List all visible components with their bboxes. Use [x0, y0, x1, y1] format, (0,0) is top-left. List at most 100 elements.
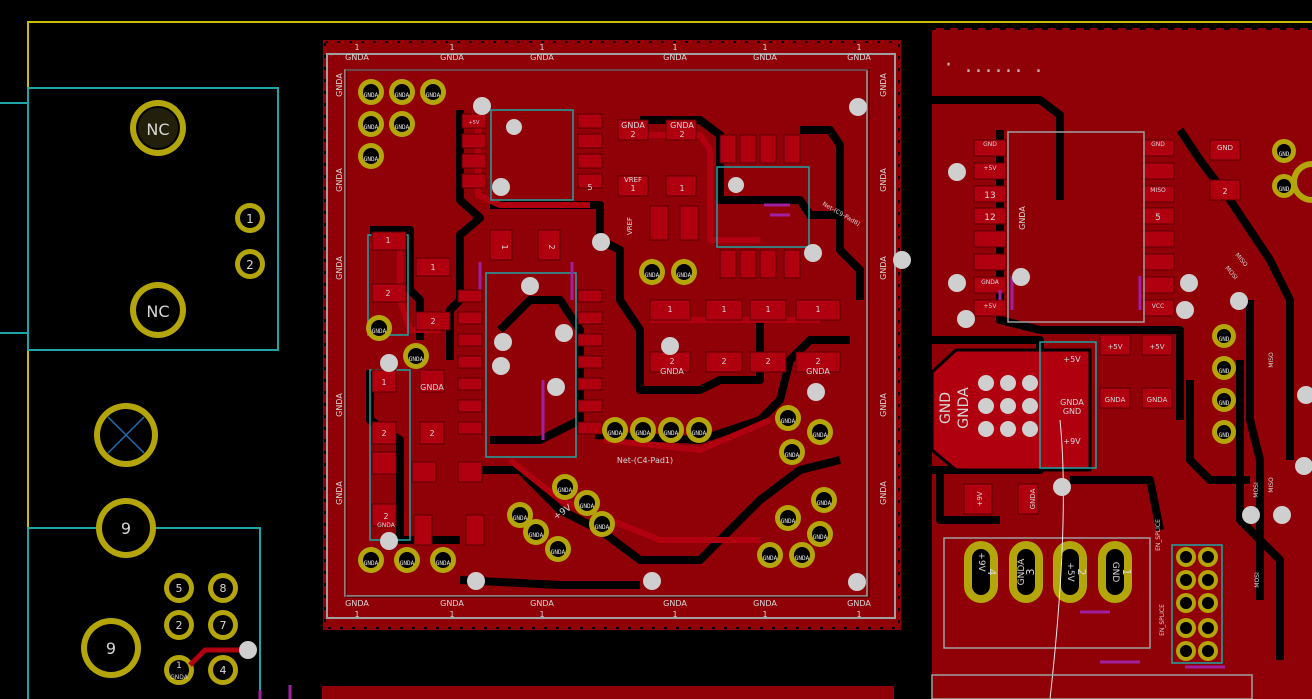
svg-text:GNDA: GNDA: [663, 53, 687, 62]
nc-pad-bottom[interactable]: NC: [130, 282, 186, 338]
svg-text:GNDA: GNDA: [753, 53, 777, 62]
tht-pads-analog[interactable]: [358, 79, 837, 573]
svg-text:2: 2: [385, 289, 390, 298]
spi-header[interactable]: [1171, 544, 1223, 664]
header-pad-8[interactable]: 8: [208, 573, 238, 603]
power-connector-pin-3[interactable]: GNDA 3: [1009, 541, 1043, 603]
fab-markers-right: [998, 276, 1225, 669]
power-connector-pin-1[interactable]: GND 1: [1098, 541, 1133, 603]
svg-text:GNDA: GNDA: [608, 430, 623, 437]
svg-text:2: 2: [630, 130, 635, 139]
svg-text:GNDA: GNDA: [409, 356, 424, 363]
svg-text:GNDA: GNDA: [335, 256, 344, 280]
svg-text:GNDA: GNDA: [364, 560, 379, 567]
svg-text:GNDA: GNDA: [636, 430, 651, 437]
right-ic-labels: GND +5V 13 12 GNDA +5V GND MISO 5 VCC GN…: [981, 141, 1275, 636]
svg-text:GNDA: GNDA: [663, 599, 687, 608]
svg-text:2: 2: [246, 258, 254, 272]
svg-text:1: 1: [354, 43, 359, 52]
svg-text:MISO: MISO: [1150, 187, 1166, 194]
edge-labels-right: GNDA GNDA GNDA GNDA GNDA: [879, 73, 888, 505]
board-edge: [27, 21, 1312, 699]
svg-text:GNDA: GNDA: [660, 367, 684, 376]
header-pad-4[interactable]: 4: [208, 655, 238, 685]
svg-text:GND: GND: [1279, 186, 1290, 193]
edge-labels-bottom: GNDA GNDA GNDA GNDA GNDA GNDA 1 1 1 1 1 …: [345, 599, 871, 619]
svg-text:1: 1: [672, 610, 677, 619]
svg-text:1: 1: [765, 305, 770, 314]
svg-text:GNDA: GNDA: [847, 53, 871, 62]
connector-outline-top: [27, 87, 279, 351]
vias-digital[interactable]: [948, 163, 1312, 524]
vias-analog[interactable]: [380, 97, 911, 591]
power-connector-outline: [943, 537, 1151, 649]
right-ic-pads[interactable]: [963, 139, 1241, 515]
svg-text:GNDA: GNDA: [170, 674, 189, 681]
fab-markers: [478, 203, 790, 440]
svg-text:GNDA: GNDA: [400, 560, 415, 567]
svg-text:GNDA: GNDA: [530, 599, 554, 608]
svg-text:GNDA: GNDA: [879, 73, 888, 97]
svg-text:+5V: +5V: [984, 165, 998, 172]
svg-text:GNDA: GNDA: [879, 256, 888, 280]
regulator-area[interactable]: GND GNDA +5V GNDA GND +9V +9V GNDA: [930, 341, 1097, 509]
svg-text:2: 2: [547, 244, 556, 249]
tht-pad-labels: GNDA GNDA GNDA GNDA GNDA GNDA GNDA GNDA …: [364, 92, 832, 567]
track: [188, 647, 248, 667]
svg-text:+5V: +5V: [469, 120, 480, 126]
smd-pads[interactable]: [371, 113, 841, 546]
nc-pad-top[interactable]: NC: [130, 100, 186, 156]
svg-text:GNDA: GNDA: [377, 522, 396, 529]
svg-text:GNDA: GNDA: [1060, 398, 1084, 407]
svg-text:2: 2: [176, 619, 183, 632]
svg-text:GND: GND: [1110, 562, 1120, 583]
svg-text:GNDA: GNDA: [879, 481, 888, 505]
lower-copper-strip: [322, 686, 894, 699]
pad-9-lower[interactable]: 9: [81, 618, 141, 678]
svg-text:MOSI: MOSI: [1254, 572, 1261, 588]
via[interactable]: [239, 641, 257, 659]
right-edge-pad-labels: GND GND GND GND GND GND: [1219, 151, 1290, 439]
svg-text:GNDA: GNDA: [345, 599, 369, 608]
power-connector-pin-2[interactable]: +5V 2: [1053, 541, 1088, 603]
svg-text:GNDA: GNDA: [813, 432, 828, 439]
right-edge-pads[interactable]: [1212, 139, 1312, 444]
header-pad-2[interactable]: 2: [164, 610, 194, 640]
svg-text:1: 1: [630, 184, 635, 193]
svg-text:GNDA: GNDA: [558, 487, 573, 494]
svg-text:GNDA: GNDA: [664, 430, 679, 437]
svg-text:13: 13: [984, 191, 995, 201]
svg-text:3: 3: [1024, 569, 1037, 576]
svg-text:GNDA: GNDA: [645, 272, 660, 279]
pad-1-small[interactable]: 1: [235, 203, 265, 233]
edge-labels-left: GNDA GNDA GNDA GNDA GNDA: [335, 73, 344, 505]
svg-text:GNDA: GNDA: [551, 549, 566, 556]
pad-9-upper[interactable]: 9: [96, 498, 156, 558]
svg-text:1: 1: [449, 610, 454, 619]
header-pad-7[interactable]: 7: [208, 610, 238, 640]
svg-text:GNDA: GNDA: [781, 418, 796, 425]
pad-2-small[interactable]: 2: [235, 249, 265, 279]
svg-text:GNDA: GNDA: [879, 393, 888, 417]
svg-text:GNDA: GNDA: [440, 53, 464, 62]
svg-text:GND: GND: [1219, 432, 1230, 439]
svg-text:GND: GND: [938, 392, 954, 424]
svg-text:GNDA: GNDA: [1017, 558, 1027, 585]
svg-text:GNDA: GNDA: [580, 503, 595, 510]
svg-text:2: 2: [815, 357, 820, 366]
header-pad-5[interactable]: 5: [164, 573, 194, 603]
power-connector-pin-4[interactable]: +9V 4: [964, 541, 998, 603]
svg-text:2: 2: [669, 357, 674, 366]
svg-text:7: 7: [220, 619, 227, 632]
net-c4-label: Net-(C4-Pad1): [617, 456, 673, 465]
svg-text:2: 2: [430, 317, 435, 326]
svg-text:1: 1: [856, 43, 861, 52]
mounting-hole-x[interactable]: [94, 403, 158, 467]
svg-text:2: 2: [383, 512, 388, 521]
svg-text:2: 2: [679, 130, 684, 139]
svg-text:GNDA: GNDA: [621, 121, 645, 130]
svg-text:MISO: MISO: [1268, 352, 1275, 368]
svg-text:GND: GND: [983, 141, 997, 148]
